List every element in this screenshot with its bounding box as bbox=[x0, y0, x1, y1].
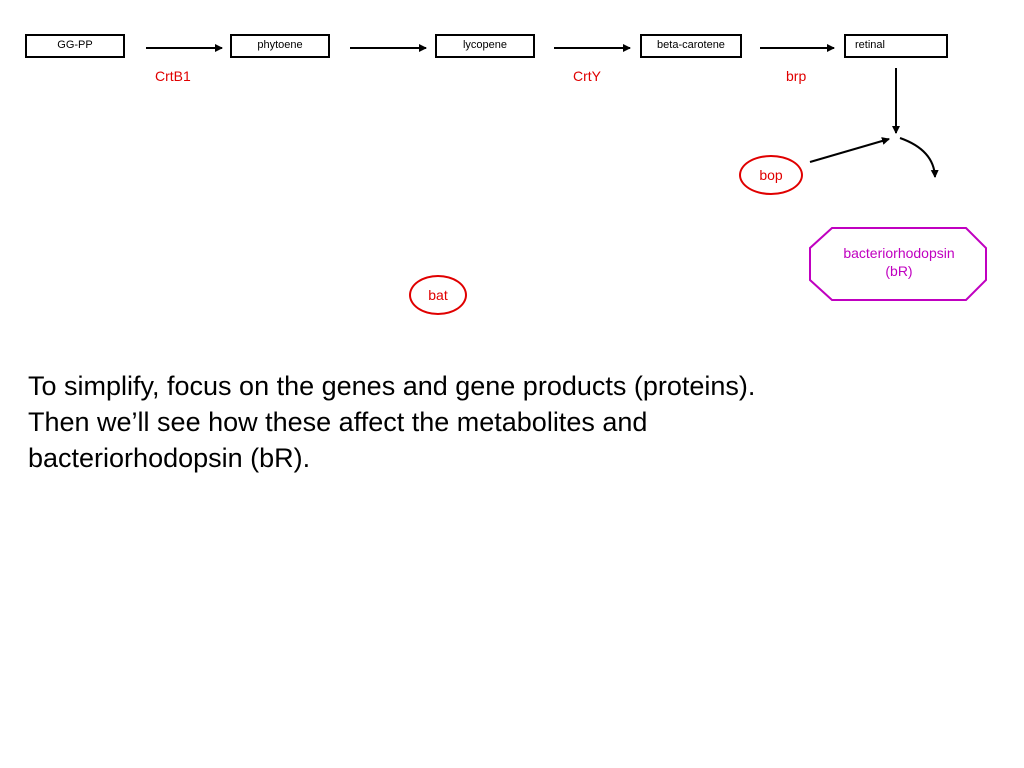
gene-oval-bat: bat bbox=[409, 275, 467, 315]
gene-label-crtb1: CrtB1 bbox=[155, 68, 191, 84]
bacteriorhodopsin-octagon bbox=[809, 227, 987, 301]
gene-label-crty: CrtY bbox=[573, 68, 601, 84]
caption-line-2: Then we’ll see how these affect the meta… bbox=[28, 407, 648, 437]
arrow-bop-to-junction bbox=[809, 137, 890, 163]
gene-oval-bop: bop bbox=[739, 155, 803, 195]
metabolite-box-retinal: retinal bbox=[844, 34, 948, 58]
caption-line-1: To simplify, focus on the genes and gene… bbox=[28, 371, 756, 401]
bacteriorhodopsin-abbrev: (bR) bbox=[885, 263, 913, 279]
caption: To simplify, focus on the genes and gene… bbox=[28, 368, 1008, 476]
bacteriorhodopsin-name: bacteriorhodopsin bbox=[843, 245, 955, 261]
pathway-diagram bbox=[146, 44, 987, 301]
arrow-junction-to-bR bbox=[899, 137, 939, 178]
metabolite-box-phytoene: phytoene bbox=[230, 34, 330, 58]
bacteriorhodopsin-label: bacteriorhodopsin (bR) bbox=[812, 228, 986, 300]
gene-label-brp: brp bbox=[786, 68, 807, 84]
metabolite-box-gg-pp: GG-PP bbox=[25, 34, 125, 58]
caption-line-3: bacteriorhodopsin (bR). bbox=[28, 443, 311, 473]
metabolite-box-lycopene: lycopene bbox=[435, 34, 535, 58]
metabolite-box-beta-carotene: beta-carotene bbox=[640, 34, 742, 58]
